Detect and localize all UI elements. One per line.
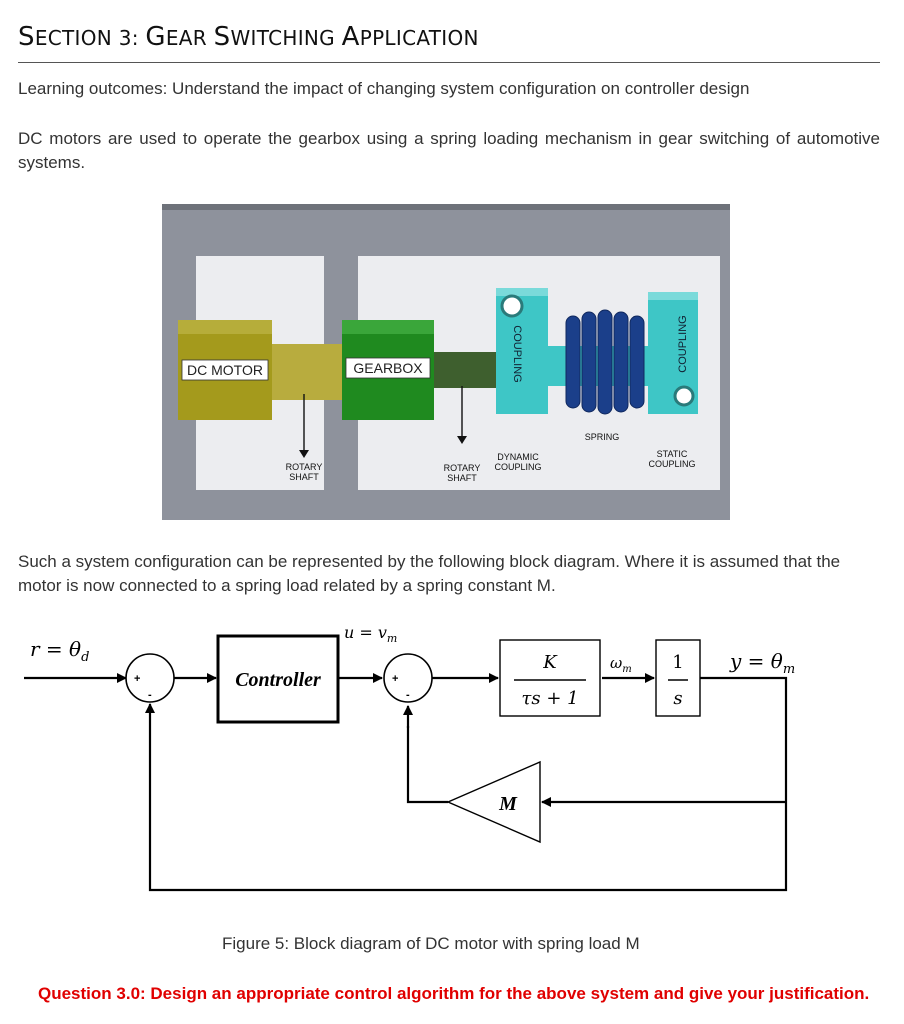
- integrator-block: [655, 639, 701, 717]
- static-coupling-label: STATIC: [657, 449, 688, 459]
- minus-sign: -: [148, 689, 152, 701]
- heading-cap: G: [145, 22, 166, 52]
- summing-junction-2: [383, 653, 433, 703]
- gearbox-label-box: [345, 357, 431, 379]
- question-text: Question 3.0: Design an appropriate cont…: [38, 984, 870, 1003]
- rotary-shaft-label: ROTARY: [286, 462, 323, 472]
- gain-block: [446, 760, 541, 844]
- plus-sign: +: [134, 673, 140, 685]
- block-diagram: + - + - Controller K τs + 1 1 s M r = θd…: [24, 623, 795, 892]
- signal-lines: [24, 673, 788, 892]
- arrow-head: [457, 436, 467, 444]
- coupling-vertical-label-2: COUPLING: [677, 315, 689, 372]
- gain-label: M: [498, 793, 518, 815]
- diagram-description: Such a system configuration can be repre…: [18, 552, 841, 595]
- integrator-denominator: s: [673, 688, 682, 709]
- controller-block: [216, 634, 340, 724]
- output-label: y = θm: [729, 649, 795, 677]
- rotary-shaft-label: SHAFT: [447, 473, 477, 483]
- rotary-shaft-label: SHAFT: [289, 472, 319, 482]
- minus-sign: -: [406, 689, 410, 701]
- heading-rest: PPLICATION: [359, 26, 479, 50]
- heading-rest: EAR: [165, 26, 214, 50]
- motor-shaft: [272, 344, 352, 400]
- gearbox-top: [342, 320, 434, 334]
- summing-junction-1: [125, 653, 175, 703]
- dc-motor-top: [178, 320, 272, 334]
- omega-label: ωm: [610, 654, 632, 675]
- tf-numerator: K: [542, 652, 558, 673]
- annotation-arrows: [303, 386, 463, 450]
- dc-motor-label-box: [181, 359, 269, 381]
- gear-shaft: [426, 352, 496, 388]
- rotary-shaft-label: ROTARY: [444, 463, 481, 473]
- dynamic-coupling-label: COUPLING: [494, 462, 541, 472]
- heading-cap: S: [213, 22, 231, 52]
- transfer-function-block: [499, 639, 601, 717]
- section-heading: SECTION 3: GEAR SWITCHING APPLICATION: [18, 22, 479, 52]
- spring-coils: [565, 309, 645, 415]
- intro-paragraph: DC motors are used to operate the gearbo…: [18, 129, 880, 172]
- plus-sign: +: [392, 673, 398, 685]
- input-label: r = θd: [30, 637, 89, 665]
- heading-rest: WITCHING: [230, 26, 342, 50]
- learning-outcomes: Learning outcomes: Understand the impact…: [18, 79, 750, 98]
- tf-denominator: τs + 1: [521, 688, 578, 709]
- control-signal-label: u = vm: [344, 623, 397, 645]
- photo-top-edge: [162, 204, 730, 210]
- dynamic-coupling-hole: [500, 294, 524, 318]
- static-coupling-label: COUPLING: [648, 459, 695, 469]
- static-coupling-hole: [673, 385, 695, 407]
- heading-rest: ECTION 3:: [34, 26, 146, 50]
- heading-cap: S: [18, 22, 35, 52]
- heading-cap: A: [341, 22, 360, 52]
- static-coupling-top: [648, 292, 698, 300]
- gearbox-label: GEARBOX: [353, 360, 423, 376]
- arrow-head: [299, 450, 309, 458]
- dynamic-coupling-top: [496, 288, 548, 296]
- dynamic-coupling-label: DYNAMIC: [497, 452, 539, 462]
- gearbox-illustration: DC MOTOR GEARBOX COUPLING COUPLING ROTAR…: [162, 204, 730, 520]
- integrator-numerator: 1: [672, 652, 683, 673]
- controller-label: Controller: [235, 669, 321, 691]
- dc-motor-label: DC MOTOR: [187, 362, 263, 378]
- heading-rule: [18, 62, 880, 63]
- figure-caption: Figure 5: Block diagram of DC motor with…: [222, 934, 640, 953]
- spring-label: SPRING: [585, 432, 620, 442]
- coupling-vertical-label: COUPLING: [511, 325, 523, 382]
